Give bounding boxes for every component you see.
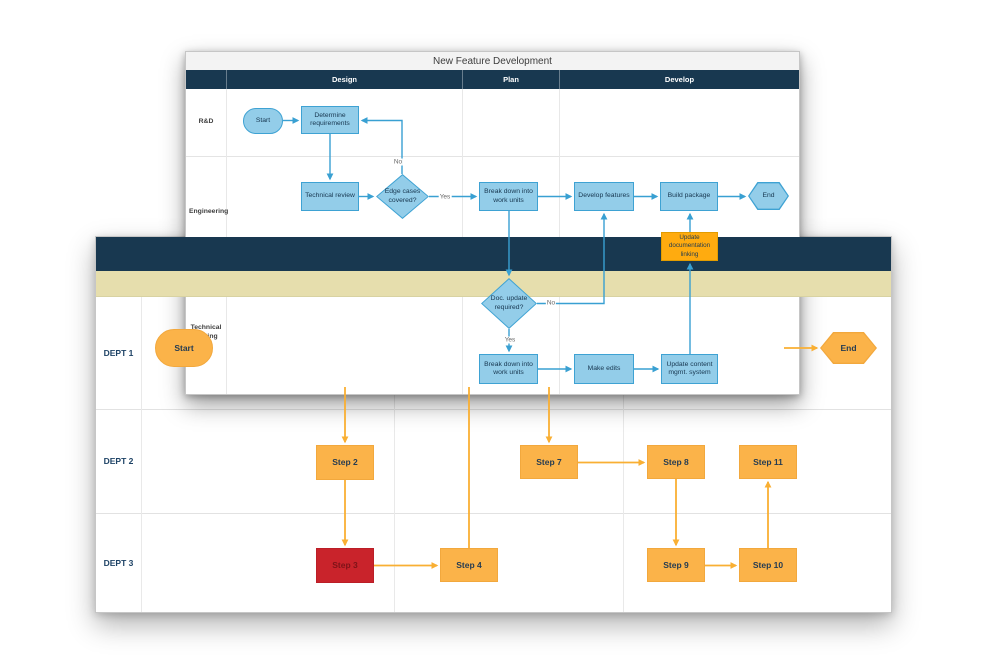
lane-label-engineering: Engineering [189,208,229,216]
node-label: End [840,342,857,353]
node-label: Update documentation linking [668,234,711,258]
column-divider [141,271,142,612]
flow-node-build-package[interactable]: Build package [660,182,718,211]
lane-label-rnd: R&D [198,118,214,126]
edge-label-no: No [545,299,557,307]
flow-node-technical-review[interactable]: Technical review [301,182,359,211]
flow-node-make-edits[interactable]: Make edits [574,354,634,384]
node-label: Break down into work units [484,360,533,376]
node-label: Technical review [305,192,355,200]
edge-label-yes: Yes [438,193,452,201]
flow-node-break-down-work-units-eng[interactable]: Break down into work units [479,182,538,211]
flow-node-update-documentation-linking[interactable]: Update documentation linking [661,232,718,261]
flow-node-step10[interactable]: Step 10 [739,548,797,582]
lane-divider [96,513,891,514]
node-label: Step 4 [456,559,482,570]
node-label: Update content mgmt. system [666,360,713,376]
flow-node-start[interactable]: Start [155,329,213,367]
node-label: Build package [667,192,711,200]
connectors-layer [341,344,819,569]
node-label: Doc. update required? [490,295,528,311]
flow-node-step8[interactable]: Step 8 [647,445,705,479]
node-label: Step 2 [332,457,358,468]
flow-node-step9[interactable]: Step 9 [647,548,705,582]
node-label: Determine requirements [310,111,350,127]
node-label: Start [174,342,194,353]
connector-docupdate-no-developfeatures [537,212,608,305]
phase-header-develop: Develop [559,70,799,89]
node-label: Start [255,116,271,124]
hexagon-shape [820,332,877,364]
edge-label-yes: Yes [503,336,517,344]
diagram-title: New Feature Development [433,55,552,67]
flow-node-step2[interactable]: Step 2 [316,445,374,480]
flow-node-develop-features[interactable]: Develop features [574,182,634,211]
flow-node-start[interactable]: Start [243,108,283,134]
connectors-layer [283,117,747,373]
flow-node-end[interactable]: End [748,182,789,210]
flow-node-step3[interactable]: Step 3 [316,548,374,583]
flow-node-step11[interactable]: Step 11 [739,445,797,479]
lane-label-dept3: DEPT 3 [103,557,134,568]
phase-header-plan: Plan [462,70,559,89]
column-divider [623,296,624,612]
lane-divider [96,409,891,410]
flow-node-step7[interactable]: Step 7 [520,445,578,479]
lane-label-dept2: DEPT 2 [103,456,134,466]
node-label: Step 7 [536,456,562,467]
node-label: Edge cases covered? [384,188,421,204]
decision-doc-update-required[interactable]: Doc. update required? [481,278,537,329]
node-label: Step 9 [663,559,689,570]
new-feature-development-panel: New Feature Development Design Plan Deve… [185,51,800,395]
connector-edgecases-no-loop [360,117,403,174]
flow-node-step4[interactable]: Step 4 [440,548,498,582]
node-label: Develop features [578,192,630,200]
hexagon-shape [748,182,789,210]
node-label: Make edits [587,364,621,372]
node-label: End [762,191,775,199]
node-label: Break down into work units [484,188,533,204]
edge-label-no: No [392,158,404,166]
lane-divider [186,156,799,157]
node-label: Step 10 [752,559,784,570]
column-divider [394,296,395,612]
node-label: Step 3 [332,560,358,571]
lane-label-dept1: DEPT 1 [103,347,134,358]
flow-node-break-down-work-units-tw[interactable]: Break down into work units [479,354,538,384]
node-label: Step 11 [753,456,783,467]
flow-node-end[interactable]: End [820,332,877,364]
node-label: Step 8 [663,456,689,467]
decision-edge-cases-covered[interactable]: Edge cases covered? [376,174,429,219]
flow-node-update-content-mgmt[interactable]: Update content mgmt. system [661,354,718,384]
phase-header-row: Design Plan Develop [186,70,799,89]
bg-header-band [96,237,891,271]
flow-node-determine-requirements[interactable]: Determine requirements [301,106,359,134]
phase-header-design: Design [226,70,462,89]
